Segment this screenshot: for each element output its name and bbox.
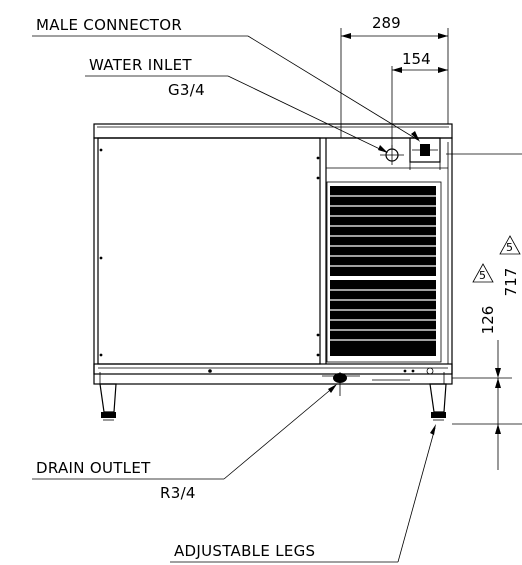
revision-mark-1: 5: [472, 263, 494, 283]
base-plinth: [93, 363, 453, 385]
callout-drain-outlet: DRAIN OUTLET R3/4: [32, 384, 337, 502]
inlet-fittings: [380, 137, 441, 170]
svg-text:5: 5: [506, 241, 513, 254]
drain-outlet-label: DRAIN OUTLET: [36, 459, 151, 477]
adjustable-leg-right: [429, 383, 447, 421]
cabinet-body: [93, 123, 453, 385]
door-panel: [97, 137, 321, 365]
callout-water-inlet: WATER INLET G3/4: [85, 56, 388, 153]
svg-text:5: 5: [479, 269, 486, 282]
dimension-lines: [340, 28, 522, 470]
water-inlet-label: WATER INLET: [89, 56, 192, 74]
condenser-louver: [326, 167, 448, 363]
drain-outlet-fitting: [322, 372, 360, 396]
male-connector-fitting: [409, 137, 441, 163]
dim-126: 126: [479, 306, 497, 335]
drain-outlet-size: R3/4: [160, 484, 196, 502]
callout-adjustable-legs: ADJUSTABLE LEGS: [170, 424, 436, 563]
male-connector-label: MALE CONNECTOR: [36, 16, 182, 34]
adjustable-legs-label: ADJUSTABLE LEGS: [174, 542, 315, 560]
water-inlet-size: G3/4: [168, 81, 205, 99]
adjustable-leg-left: [99, 383, 117, 421]
callout-male-connector: MALE CONNECTOR: [32, 16, 420, 142]
dim-154: 154: [402, 50, 431, 68]
dim-717: 717: [502, 268, 520, 297]
dim-289: 289: [372, 14, 401, 32]
revision-mark-2: 5: [499, 235, 521, 255]
